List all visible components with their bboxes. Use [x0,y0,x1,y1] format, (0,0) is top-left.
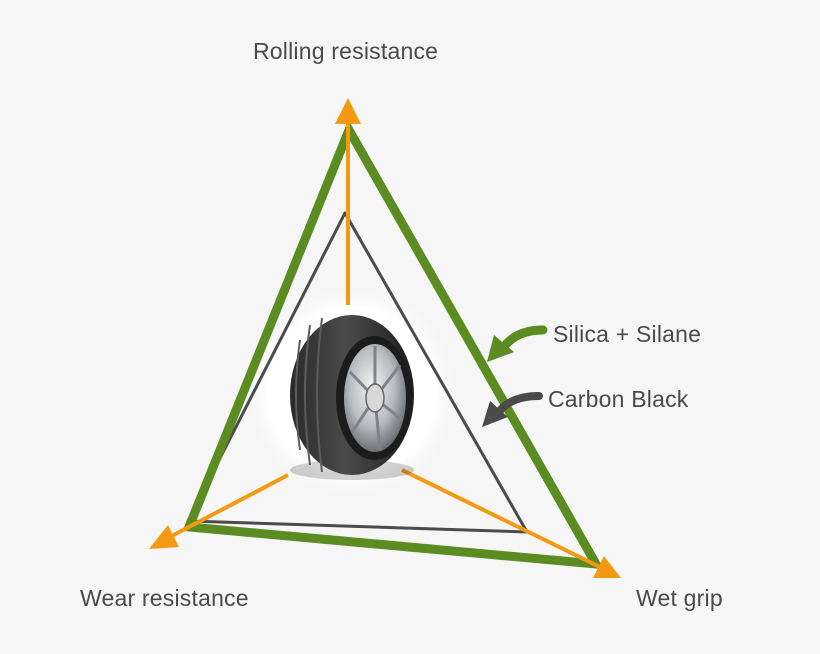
silica-pointer-arrow [487,325,548,362]
axis-label-wet-grip: Wet grip [636,585,723,611]
axis-wear-arrowhead [149,525,179,549]
legend-label-silica-silane: Silica + Silane [553,321,702,347]
axis-wet-arrowhead [593,556,621,578]
legend-label-carbon-black: Carbon Black [548,386,689,412]
axis-label-rolling-resistance: Rolling resistance [253,38,439,64]
axis-wet-line [401,468,603,570]
axis-arrows [149,98,621,578]
axis-rolling-arrowhead [335,98,361,124]
axis-wear-line [167,473,289,540]
axis-label-wear-resistance: Wear resistance [80,585,249,611]
carbon-black-triangle [186,211,529,534]
silica-silane-triangle [182,119,605,570]
tire-icon [290,315,414,480]
carbon-pointer-arrow [482,392,543,427]
